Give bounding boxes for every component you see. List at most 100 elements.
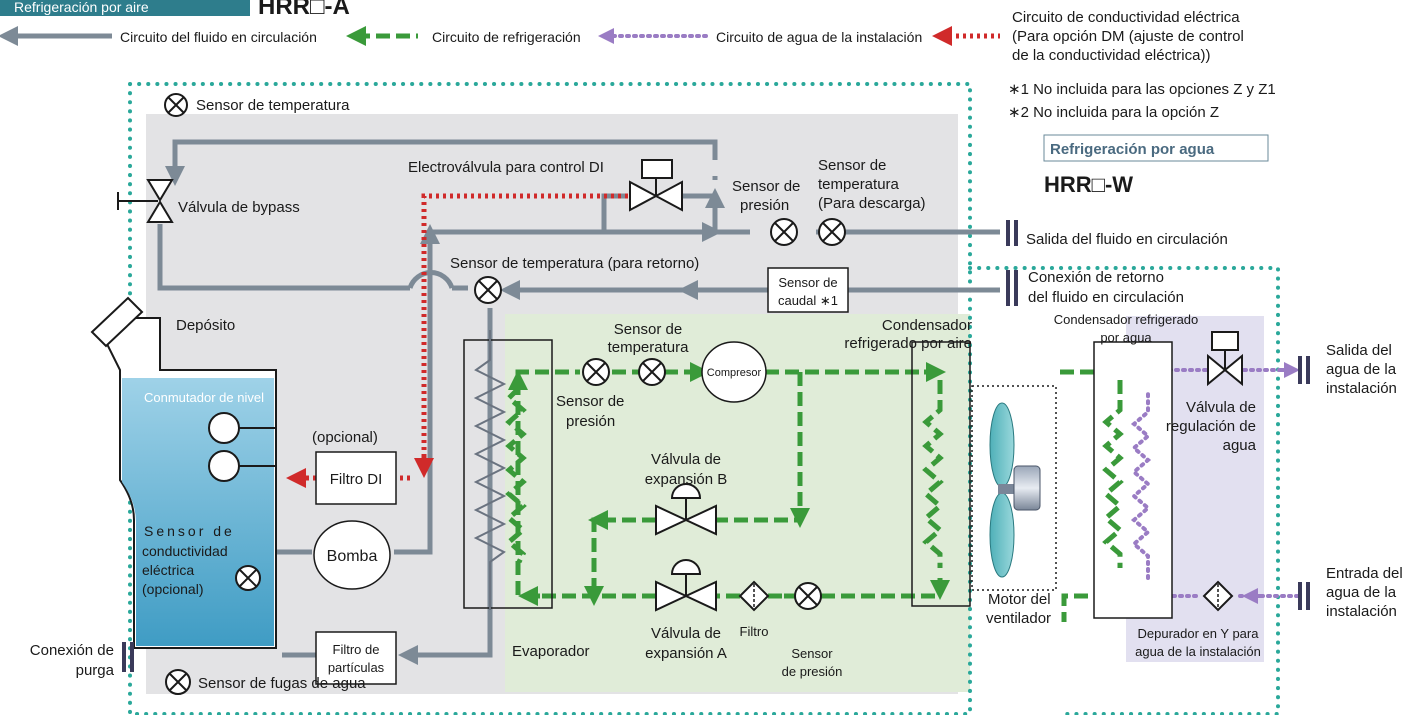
suction-temp-label-1: Sensor de bbox=[614, 321, 682, 338]
outlet-pressure-label-2: presión bbox=[740, 197, 789, 214]
water-regulating-valve bbox=[1207, 331, 1243, 387]
suction-temp-sensor bbox=[638, 358, 666, 386]
suction-pressure-label-1: Sensor de bbox=[556, 393, 624, 410]
conductivity-circuit bbox=[286, 193, 628, 488]
water-regulating-label-3: agua bbox=[1223, 437, 1257, 454]
refrigerant-filter bbox=[738, 580, 770, 612]
return-connection-label-1: Conexión de retorno bbox=[1028, 269, 1164, 286]
facility-inlet-label-2: agua de la bbox=[1326, 584, 1397, 601]
discharge-temp-label-2: temperatura bbox=[818, 176, 900, 193]
filter-label: Filtro bbox=[740, 624, 769, 639]
header-model: HRR□-A bbox=[258, 0, 350, 20]
discharge-temp-label-3: (Para descarga) bbox=[818, 195, 926, 212]
particle-filter-label-2: partículas bbox=[328, 660, 385, 675]
legend-refrigeration-label: Circuito de refrigeración bbox=[432, 29, 581, 45]
return-temp-label: Sensor de temperatura (para retorno) bbox=[450, 255, 699, 272]
facility-water-outlet bbox=[1298, 356, 1310, 384]
leak-sensor-label: Sensor de fugas de agua bbox=[198, 675, 366, 692]
drain-label-2: purga bbox=[76, 662, 115, 679]
di-solenoid-label: Electroválvula para control DI bbox=[408, 159, 604, 176]
facility-water-inlet bbox=[1298, 582, 1310, 610]
drain-connection bbox=[122, 642, 134, 672]
fluid-outlet-connection bbox=[1006, 220, 1018, 246]
y-strainer bbox=[1202, 580, 1234, 612]
suction-pressure-sensor bbox=[582, 358, 610, 386]
water-cooled-box bbox=[1043, 134, 1269, 162]
temp-sensor-symbol-label: Sensor de temperatura bbox=[196, 97, 350, 114]
tank-label: Depósito bbox=[176, 317, 235, 334]
temp-sensor-symbol bbox=[164, 93, 188, 117]
conductivity-sensor-label-4: (opcional) bbox=[142, 581, 203, 597]
bypass-valve-label: Válvula de bypass bbox=[178, 199, 300, 216]
leak-sensor bbox=[165, 669, 191, 695]
expansion-b-label-2: expansión B bbox=[645, 471, 728, 488]
particle-filter bbox=[315, 631, 397, 685]
air-condenser bbox=[911, 341, 971, 607]
flow-sensor-label-2: caudal ∗1 bbox=[778, 293, 838, 308]
circulating-circuit bbox=[157, 139, 1000, 665]
legend-circulating-label: Circuito del fluido en circulación bbox=[120, 29, 317, 45]
conductivity-sensor bbox=[235, 565, 261, 591]
fan-motor-label-1: Motor del bbox=[988, 591, 1051, 608]
air-condenser-label-2: refrigerado por aire bbox=[844, 335, 972, 352]
pump-label: Bomba bbox=[327, 548, 378, 565]
drain-label-1: Conexión de bbox=[30, 642, 114, 659]
water-condenser-facility-coil-front bbox=[1130, 390, 1152, 580]
evaporator bbox=[463, 339, 553, 609]
particle-filter-label-1: Filtro de bbox=[333, 642, 380, 657]
water-cooled-model: HRR□-W bbox=[1044, 172, 1133, 197]
liquid-pressure-label-1: Sensor bbox=[791, 646, 833, 661]
legend-conductivity-label-2: (Para opción DM (ajuste de control bbox=[1012, 28, 1244, 45]
facility-outlet-label-3: instalación bbox=[1326, 380, 1397, 397]
header-box bbox=[0, 0, 250, 16]
evaporator-label: Evaporador bbox=[512, 643, 590, 660]
suction-temp-label-2: temperatura bbox=[608, 339, 690, 356]
return-connection-label-2: del fluido en circulación bbox=[1028, 289, 1184, 306]
air-cooled-boundary bbox=[128, 82, 972, 715]
compressor bbox=[701, 341, 767, 403]
pump bbox=[313, 520, 391, 590]
conductivity-sensor-label-2: conductividad bbox=[142, 543, 228, 559]
y-strainer-label-1: Depurador en Y para bbox=[1138, 626, 1260, 641]
conductivity-sensor-label-3: eléctrica bbox=[142, 562, 194, 578]
outlet-pressure-sensor bbox=[770, 218, 798, 246]
expansion-b-label-1: Válvula de bbox=[651, 451, 721, 468]
level-switch bbox=[208, 412, 276, 482]
expansion-a-label-2: expansión A bbox=[645, 645, 727, 662]
flow-sensor-label-1: Sensor de bbox=[778, 275, 837, 290]
liquid-pressure-label-2: de presión bbox=[782, 664, 843, 679]
legend-facility-label: Circuito de agua de la instalación bbox=[716, 29, 922, 45]
air-condenser-label-1: Condensador bbox=[882, 317, 972, 334]
di-filter-label: Filtro DI bbox=[330, 471, 383, 488]
water-cooled-boundary bbox=[968, 266, 1280, 715]
fan-motor-label-2: ventilador bbox=[986, 610, 1051, 627]
facility-inlet-label-3: instalación bbox=[1326, 603, 1397, 620]
legend-conductivity-label-3: de la conductividad eléctrica)) bbox=[1012, 47, 1210, 64]
flow-sensor bbox=[767, 267, 849, 313]
water-regulating-label-2: regulación de bbox=[1166, 418, 1256, 435]
evaporator-refrigerant-coil bbox=[505, 386, 527, 564]
level-switch-label: Conmutador de nivel bbox=[144, 390, 264, 405]
fluid-return-connection bbox=[1006, 270, 1018, 306]
facility-inlet-label-1: Entrada del bbox=[1326, 565, 1403, 582]
water-condenser bbox=[1093, 341, 1173, 619]
water-condenser-refrigerant-coil-front bbox=[1102, 380, 1124, 568]
return-temp-sensor bbox=[474, 276, 502, 304]
discharge-temp-sensor bbox=[818, 218, 846, 246]
air-condenser-coil bbox=[922, 380, 944, 568]
fan bbox=[989, 402, 1041, 578]
conductivity-sensor-label-1: Sensor de bbox=[144, 523, 235, 539]
bypass-valve bbox=[117, 179, 174, 223]
note-1: ∗1 No incluida para las opciones Z y Z1 bbox=[1008, 81, 1276, 98]
expansion-valve-a bbox=[655, 559, 717, 612]
water-condenser-label-1: Condensador refrigerado bbox=[1054, 312, 1199, 327]
outlet-pressure-label-1: Sensor de bbox=[732, 178, 800, 195]
optional-label: (opcional) bbox=[312, 429, 378, 446]
header-label: Refrigeración por aire bbox=[14, 0, 149, 15]
water-cooled-label: Refrigeración por agua bbox=[1050, 141, 1215, 158]
water-condenser-label-2: por agua bbox=[1100, 330, 1152, 345]
suction-pressure-label-2: presión bbox=[566, 413, 615, 430]
compressor-label: Compresor bbox=[707, 367, 762, 379]
di-filter bbox=[315, 451, 397, 505]
